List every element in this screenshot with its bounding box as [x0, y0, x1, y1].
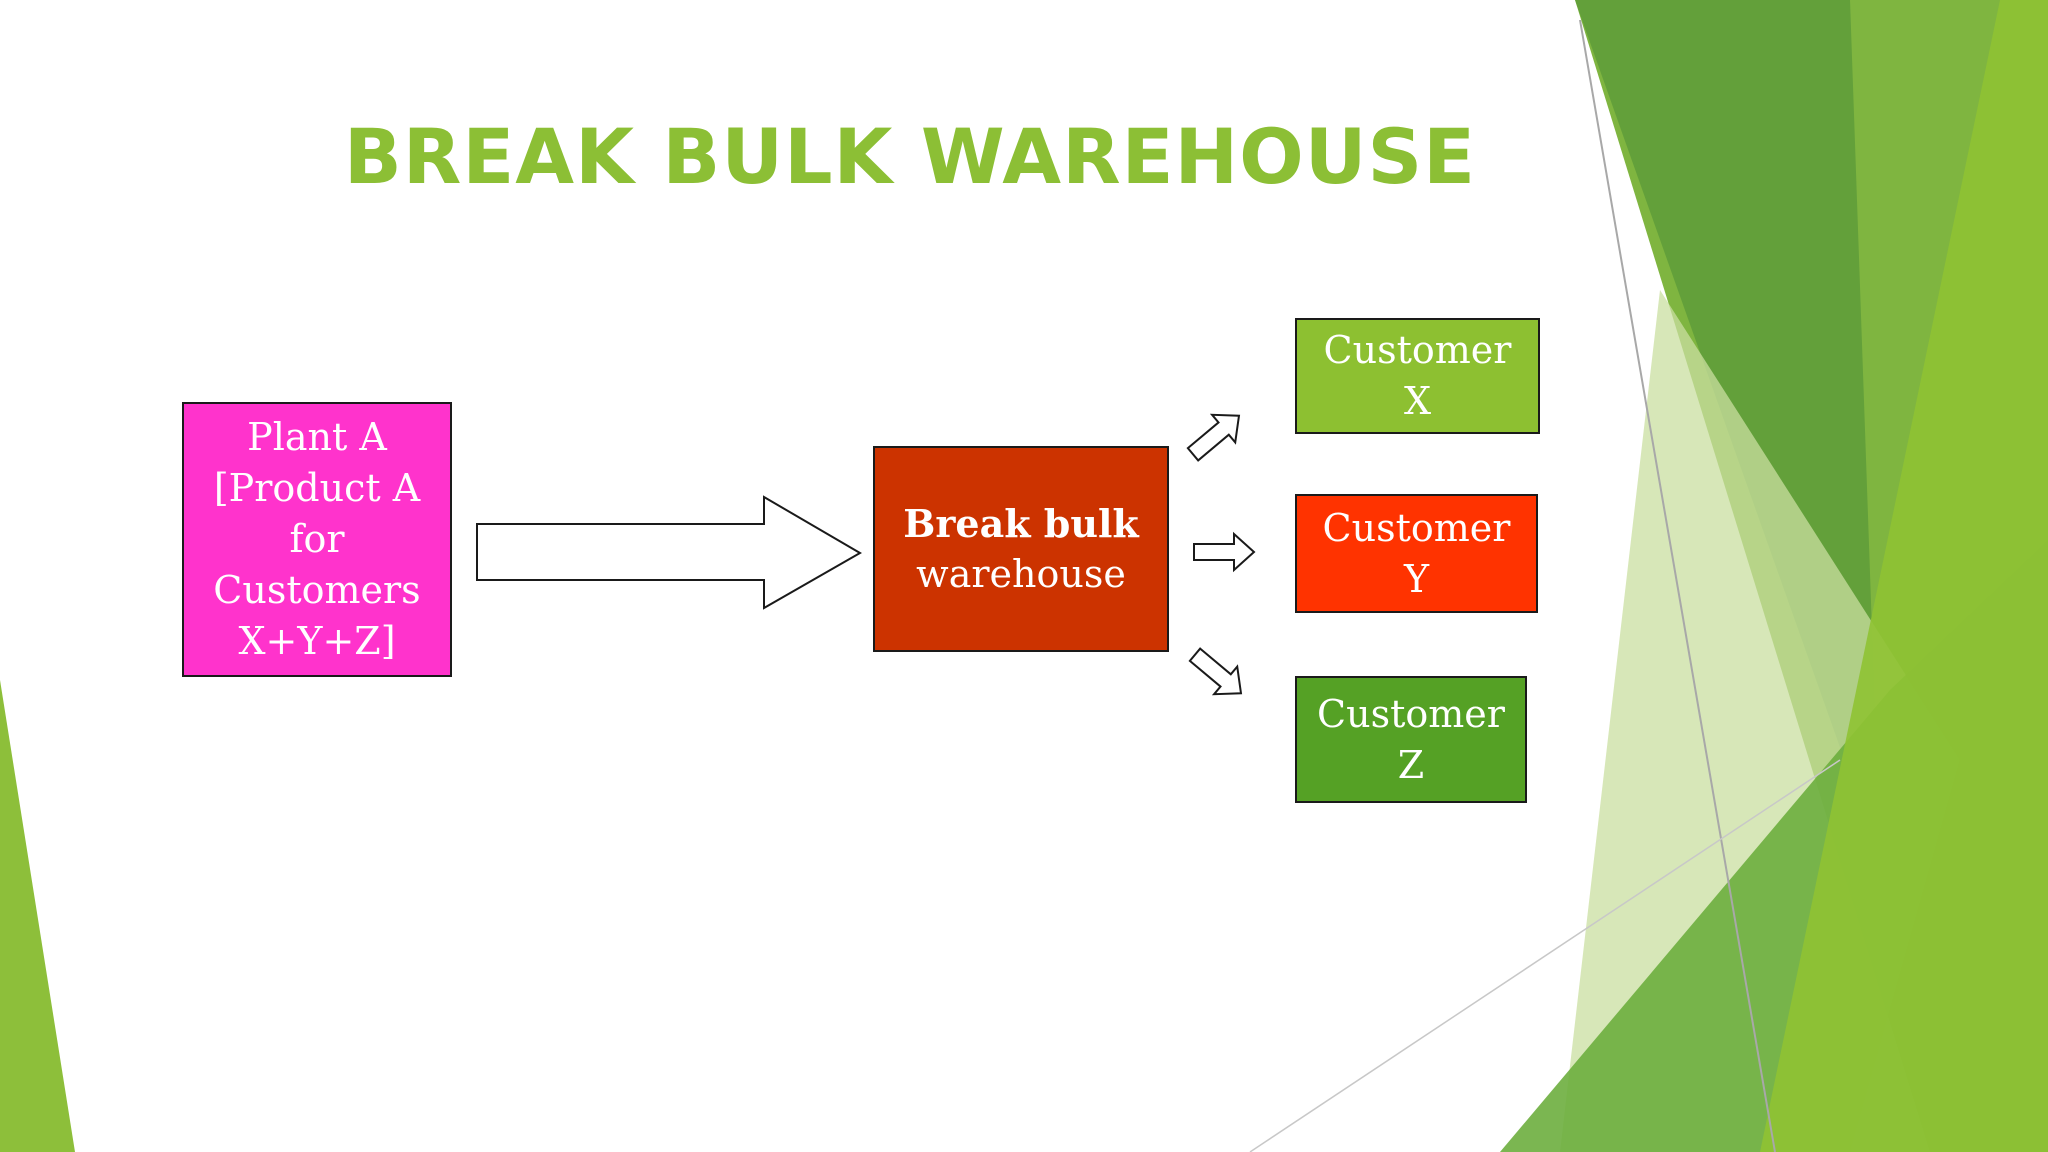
arrow-to-customer-z — [1188, 647, 1243, 696]
plant-line-2: [Product A — [213, 466, 421, 510]
customer-z-line-1: Customer — [1317, 691, 1505, 736]
customer-x-line-1: Customer — [1323, 328, 1512, 372]
break-bulk-warehouse-box: Break bulk warehouse — [873, 446, 1169, 652]
plant-line-3: for — [289, 517, 345, 561]
customer-x-line-2: X — [1403, 379, 1432, 423]
slide-title: BREAK BULK WAREHOUSE — [343, 112, 1477, 201]
customer-z-line-2: Z — [1397, 742, 1425, 787]
customer-y-box: Customer Y — [1295, 494, 1538, 613]
decor-line-2 — [1249, 759, 1841, 1152]
right-decor-shape-5 — [1760, 0, 2048, 1152]
plant-line-1: Plant A — [247, 415, 387, 459]
plant-line-4: Customers — [213, 568, 421, 612]
customer-y-line-1: Customer — [1322, 505, 1511, 550]
customer-y-line-2: Y — [1403, 556, 1430, 601]
plant-line-5: X+Y+Z] — [238, 619, 396, 663]
arrow-to-customer-x — [1186, 413, 1241, 462]
left-decor-shape — [0, 680, 75, 1152]
arrow-plant-to-warehouse — [476, 495, 862, 610]
customer-z-box: Customer Z — [1295, 676, 1527, 803]
warehouse-line-2: warehouse — [916, 552, 1126, 596]
customer-x-box: Customer X — [1295, 318, 1540, 434]
plant-a-box: Plant A [Product A for Customers X+Y+Z] — [182, 402, 452, 677]
decor-line-1 — [1579, 19, 1776, 1152]
arrow-to-customer-y — [1193, 531, 1256, 573]
warehouse-line-1: Break bulk — [903, 501, 1139, 546]
